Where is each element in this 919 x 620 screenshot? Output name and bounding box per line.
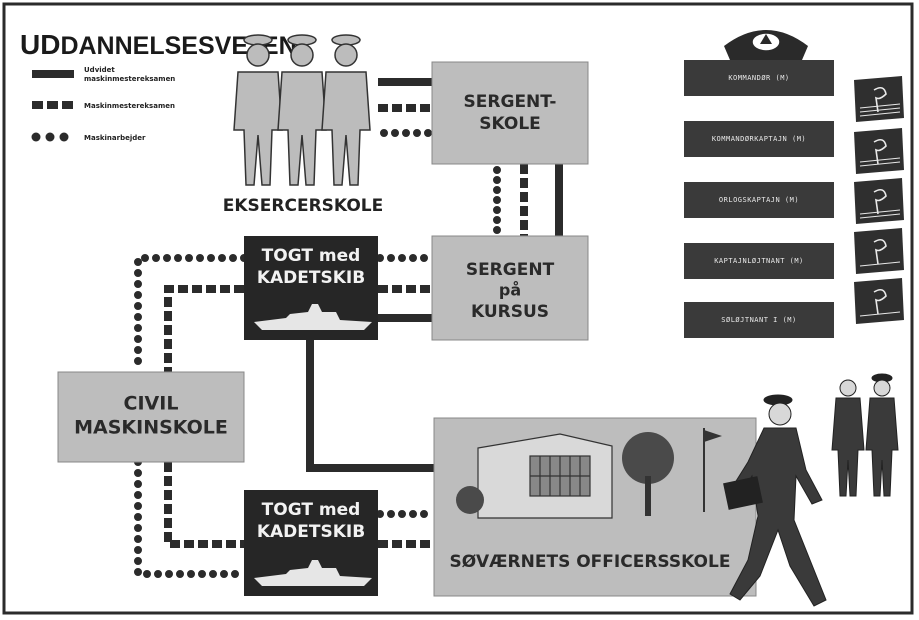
connector-solid-togt-officer (306, 340, 434, 472)
rank-label: KOMMANDØR (M) (728, 74, 789, 82)
rank-item: KOMMANDØR (M) (684, 60, 834, 96)
legend-label-solid-2: maskinmestereksamen (84, 75, 175, 83)
rank-item: SØLØJTNANT I (M) (684, 302, 834, 338)
legend-label-dotted: Maskinarbejder (84, 134, 146, 142)
rank-item: ORLOGSKAPTAJN (M) (684, 182, 834, 218)
sergent-kursus-box: SERGENT på KURSUS (431, 235, 589, 341)
connector-dashed-civil-togt (164, 462, 244, 548)
civil-label-2: MASKINSKOLE (74, 417, 228, 439)
sergent-kursus-label-3: KURSUS (471, 302, 549, 322)
togt-kadetskib-top-box: TOGT med KADETSKIB (244, 236, 378, 340)
tree-trunk (645, 476, 651, 516)
flag-icon (704, 430, 722, 442)
officersskole-label: SØVÆRNETS OFFICERSSKOLE (450, 552, 731, 572)
togt-kadetskib-bottom-box: TOGT med KADETSKIB (244, 490, 378, 596)
officer-cap-emblem-icon (724, 30, 808, 65)
shoulder-insignia-icon (854, 76, 904, 122)
shoulder-insignia-icon (854, 178, 904, 224)
sergentskole-box: SERGENT- SKOLE (431, 61, 589, 165)
civil-label-1: CIVIL (124, 393, 179, 415)
rank-label: KOMMANDØRKAPTAJN (M) (712, 135, 806, 143)
legend-dot-1 (31, 132, 41, 142)
rank-label: ORLOGSKAPTAJN (M) (719, 196, 799, 204)
building-illustration (477, 433, 613, 519)
legend-dot-2 (45, 132, 55, 142)
officersskole-box: SØVÆRNETS OFFICERSSKOLE (433, 417, 757, 597)
legend-swatch-solid (32, 70, 74, 78)
sergent-kursus-label-2: på (499, 281, 521, 300)
rank-label: KAPTAJNLØJTNANT (M) (714, 257, 804, 265)
sailors-illustration (233, 34, 371, 186)
legend: Udvidet maskinmestereksamen Maskinmester… (31, 66, 175, 142)
rank-label: SØLØJTNANT I (M) (721, 316, 796, 324)
sergent-kursus-label-1: SERGENT (466, 260, 555, 280)
shoulder-insignia-icon (854, 128, 904, 174)
connector-dotted-togt-civil (134, 254, 248, 376)
rank-list: KOMMANDØR (M) KOMMANDØRKAPTAJN (M) ORLOG… (684, 60, 834, 338)
togt-top-label-1: TOGT med (262, 246, 361, 266)
connector-lines (134, 78, 563, 578)
legend-label-solid-1: Udvidet (84, 66, 115, 74)
rank-item: KOMMANDØRKAPTAJN (M) (684, 121, 834, 157)
sergentskole-label-1: SERGENT- (464, 92, 557, 112)
legend-label-dashed: Maskinmestereksamen (84, 102, 175, 110)
shoulder-insignia-icon (854, 228, 904, 274)
sergentskole-label-2: SKOLE (479, 114, 541, 134)
shoulder-insignia-icon (854, 278, 904, 324)
togt-bottom-label-1: TOGT med (262, 500, 361, 520)
togt-top-label-2: KADETSKIB (257, 268, 365, 288)
legend-dot-3 (59, 132, 69, 142)
ship-icon (254, 560, 372, 586)
togt-bottom-label-2: KADETSKIB (257, 522, 365, 542)
briefcase-icon (723, 476, 763, 510)
ship-icon (254, 304, 372, 330)
connector-dotted-civil-togt (134, 458, 248, 578)
shrub-icon (456, 486, 484, 514)
officers-illustration (723, 373, 899, 607)
eksercerskole-label: EKSERCERSKOLE (223, 196, 383, 216)
rank-item: KAPTAJNLØJTNANT (M) (684, 243, 834, 279)
connector-dashed-togt-civil (164, 285, 244, 372)
civil-maskinskole-box: CIVIL MASKINSKOLE (57, 371, 245, 463)
rank-insignia-column (854, 76, 904, 324)
tree-icon (622, 432, 674, 484)
